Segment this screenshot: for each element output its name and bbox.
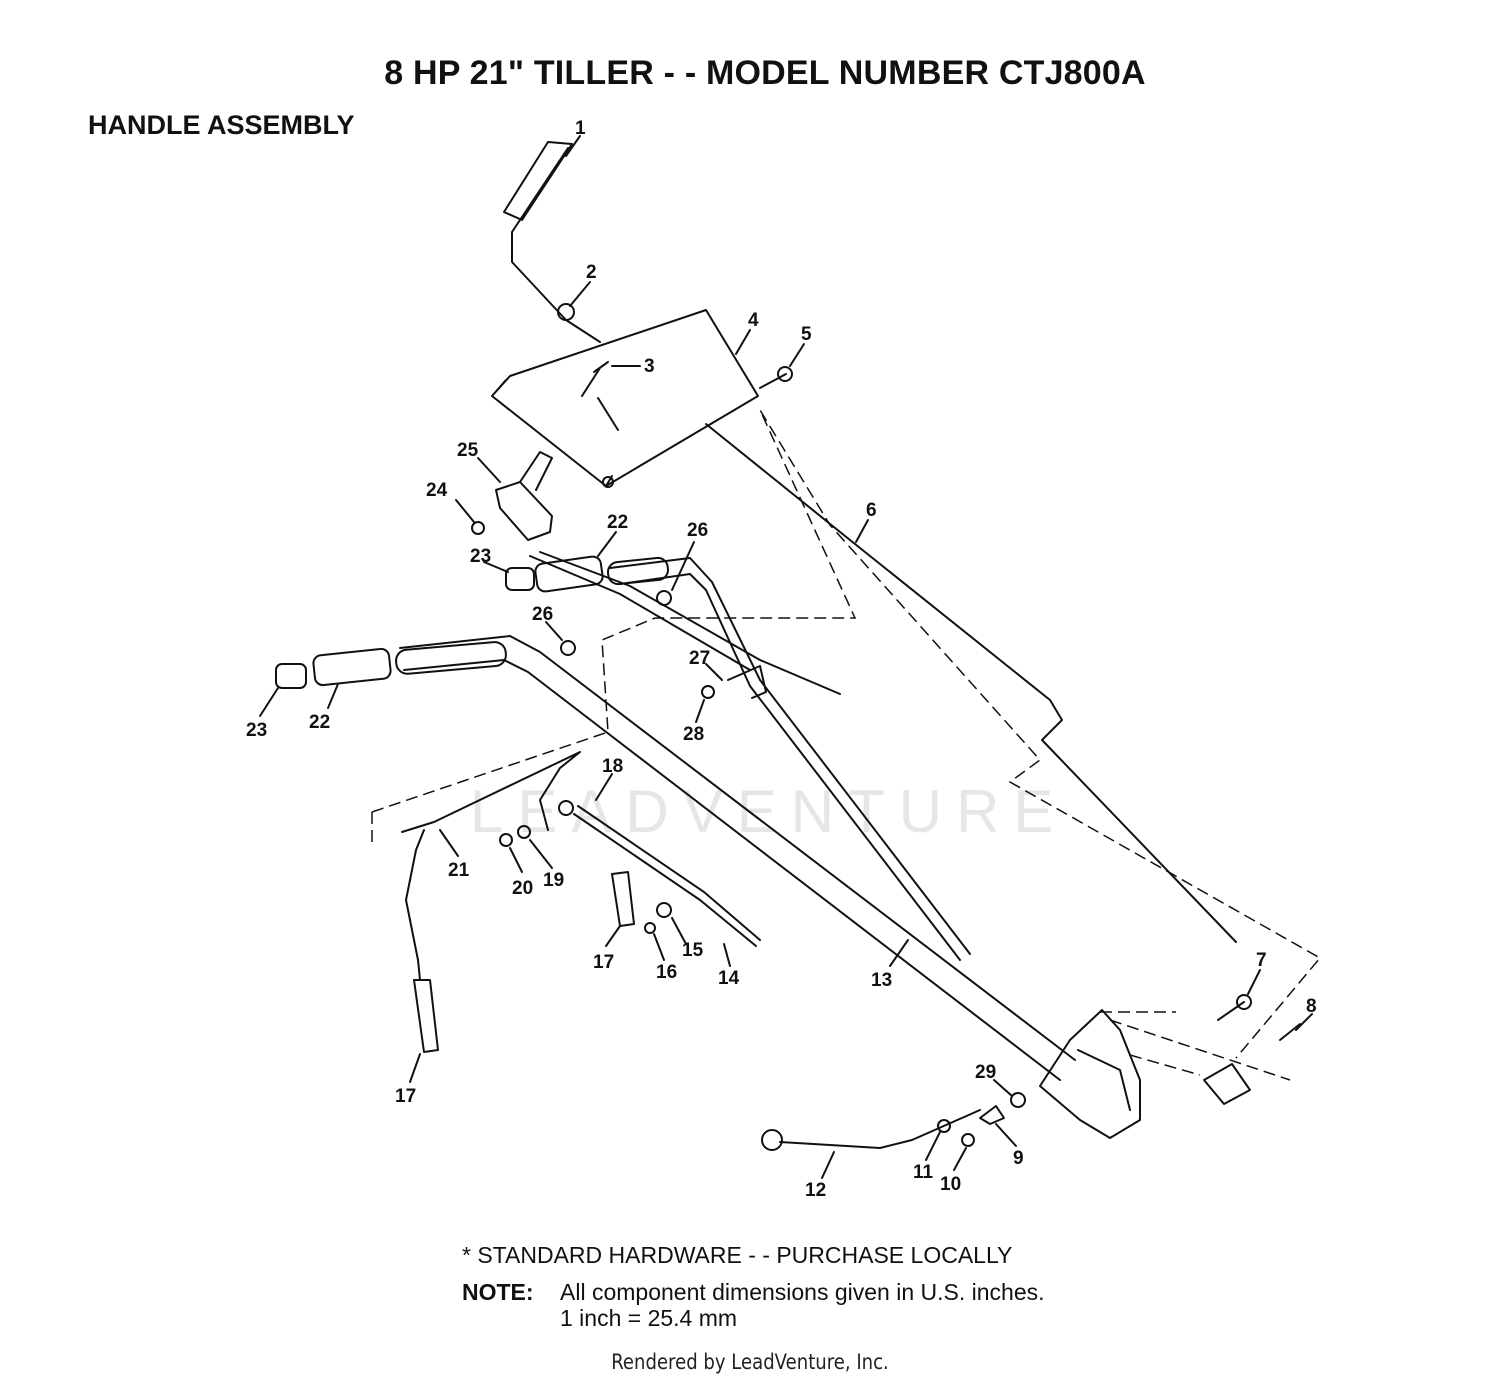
note-conversion: 1 inch = 25.4 mm <box>560 1305 738 1331</box>
bail-grip-17 <box>413 979 439 1053</box>
cap-23-right <box>505 567 535 591</box>
part-label-26-lower: 26 <box>532 604 553 625</box>
upper-handlebar <box>609 557 971 961</box>
part-label-1: 1 <box>575 118 586 139</box>
throttle-control <box>495 451 553 541</box>
rod-nut <box>557 303 575 321</box>
part-label-27: 27 <box>689 648 710 669</box>
bolt-7-head <box>1236 994 1252 1010</box>
part-label-13: 13 <box>871 970 892 991</box>
note-text: All component dimensions given in U.S. i… <box>560 1279 1045 1305</box>
washer-19 <box>517 825 531 839</box>
render-credit: Rendered by LeadVenture, Inc. <box>611 1350 889 1374</box>
part-label-21: 21 <box>448 860 470 881</box>
part-label-3: 3 <box>644 356 655 377</box>
part-label-22-upper: 22 <box>607 512 628 533</box>
upper-grip <box>607 556 669 586</box>
nut-18 <box>558 800 574 816</box>
diagram-title: 8 HP 21" TILLER - - MODEL NUMBER CTJ800A <box>384 54 1146 92</box>
part-label-26-upper: 26 <box>687 520 708 541</box>
dashed-frame-outline <box>371 409 1322 1059</box>
part-label-10: 10 <box>940 1174 961 1195</box>
part-label-23-upper: 23 <box>470 546 491 567</box>
standard-hardware-note: * STANDARD HARDWARE - - PURCHASE LOCALLY <box>462 1242 1013 1268</box>
part-label-14: 14 <box>718 968 740 989</box>
clip-15 <box>656 902 672 918</box>
part-label-16: 16 <box>656 962 677 983</box>
part-label-29: 29 <box>975 1062 996 1083</box>
cap-23-left <box>275 663 307 689</box>
control-panel <box>491 309 759 487</box>
throttle-cable <box>529 551 841 695</box>
handle-bracket <box>1039 1009 1141 1139</box>
nut-10 <box>961 1133 975 1147</box>
part-label-11: 11 <box>913 1162 934 1183</box>
part-number-labels: 1 2 3 4 5 6 7 8 9 10 11 12 13 14 15 16 1… <box>246 118 1317 1201</box>
part-label-9: 9 <box>1013 1148 1024 1169</box>
part-label-8: 8 <box>1306 996 1317 1017</box>
panel-spring <box>597 397 619 431</box>
section-heading: HANDLE ASSEMBLY <box>88 110 355 140</box>
screw-3 <box>581 361 609 397</box>
part-label-7: 7 <box>1256 950 1267 971</box>
part-label-2: 2 <box>586 262 597 283</box>
screw-16 <box>644 922 656 934</box>
part-label-5: 5 <box>801 324 812 345</box>
part-label-17-spring: 17 <box>593 952 614 973</box>
nut-26-lower <box>560 640 576 656</box>
part-label-28: 28 <box>683 724 704 745</box>
part-label-24: 24 <box>426 480 448 501</box>
part-label-12: 12 <box>805 1180 826 1201</box>
note-label: NOTE: <box>462 1279 534 1305</box>
lower-grip <box>395 641 507 675</box>
watermark-text: LEADVENTURE <box>470 778 1067 845</box>
control-rod <box>705 423 1237 943</box>
part-label-15: 15 <box>682 940 704 961</box>
throttle-grip <box>503 141 573 221</box>
dashed-bracket-outline <box>1100 1011 1291 1081</box>
clutch-bail <box>401 751 581 981</box>
tiller-frame-pivot <box>1203 1063 1251 1105</box>
spring-17 <box>611 871 635 927</box>
bolt-5-head <box>777 366 793 382</box>
depth-lever <box>779 1109 981 1149</box>
part-label-18: 18 <box>602 756 623 777</box>
grip-22-right <box>534 555 604 593</box>
part-label-4: 4 <box>748 310 759 331</box>
part-label-22-lower: 22 <box>309 712 330 733</box>
washer-29 <box>1010 1092 1026 1108</box>
washer-11 <box>937 1119 951 1133</box>
nut-24 <box>471 521 485 535</box>
grip-22-left <box>312 647 392 687</box>
bolt-7 <box>1217 1001 1245 1021</box>
part-label-17-grip: 17 <box>395 1086 416 1107</box>
panel-hole <box>602 476 614 488</box>
bolt-5 <box>759 373 787 389</box>
bracket-9 <box>979 1105 1005 1125</box>
part-label-19: 19 <box>543 870 564 891</box>
cable-clip-27 <box>727 665 767 699</box>
part-label-23-lower: 23 <box>246 720 267 741</box>
part-label-25: 25 <box>457 440 479 461</box>
leader-lines <box>259 135 1313 1179</box>
nut-28 <box>701 685 715 699</box>
clutch-cable <box>573 805 761 947</box>
throttle-rod <box>511 147 601 343</box>
part-label-20: 20 <box>512 878 533 899</box>
pin-8 <box>1279 1023 1301 1041</box>
lower-handlebar <box>399 635 1076 1081</box>
part-label-6: 6 <box>866 500 877 521</box>
nut-20 <box>499 833 513 847</box>
lever-knob <box>761 1129 783 1151</box>
